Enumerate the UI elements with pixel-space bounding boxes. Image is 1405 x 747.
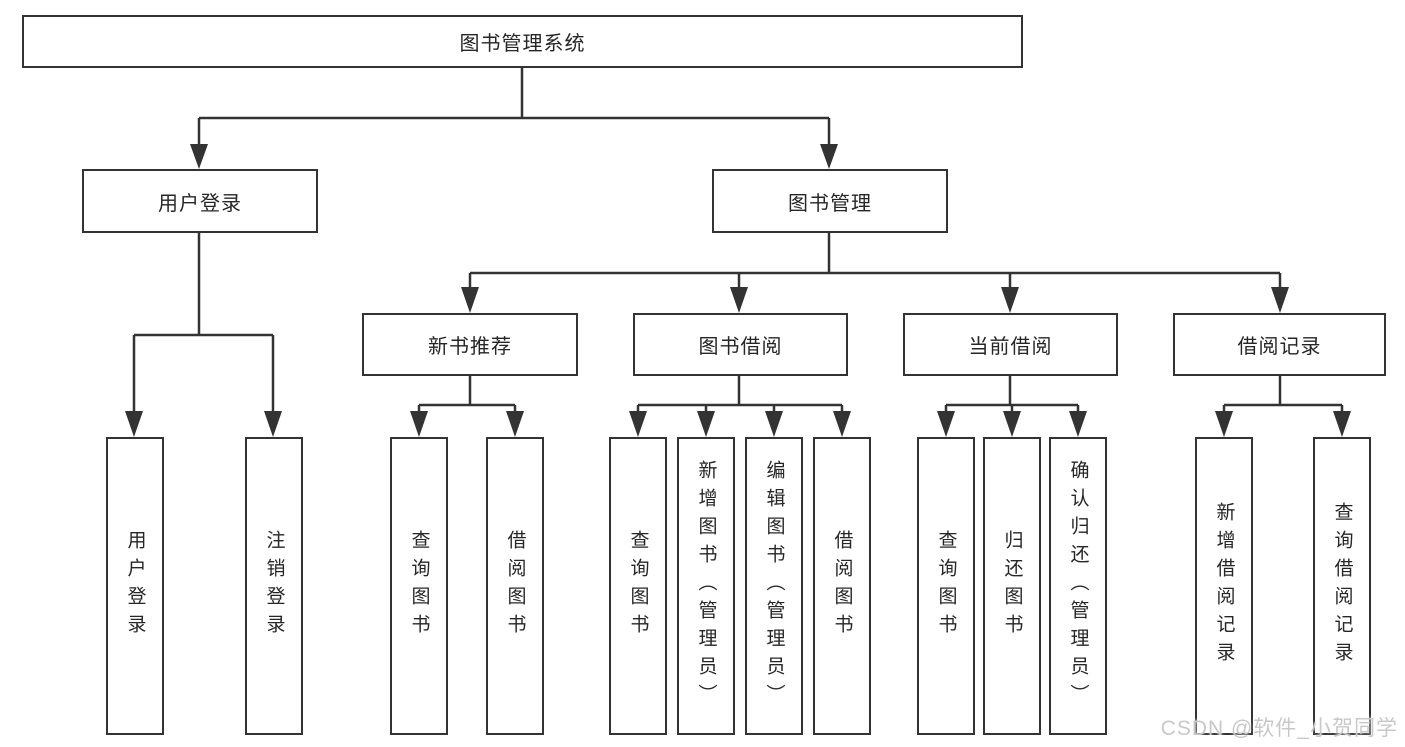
- leaf-confirm-return-admin: 确认归还（管理员）: [1049, 437, 1107, 735]
- node-book-borrowing: 图书借阅: [633, 313, 848, 376]
- arrow-down-icon: [190, 144, 208, 169]
- arrow-down-icon: [730, 287, 748, 313]
- leaf-logout: 注销登录: [245, 437, 303, 735]
- leaf-query-books-3-label: 查询图书: [935, 530, 957, 642]
- leaf-return-books: 归还图书: [983, 437, 1041, 735]
- leaf-query-borrow-record-label: 查询借阅记录: [1331, 502, 1353, 670]
- node-new-book-recommend: 新书推荐: [362, 313, 578, 376]
- node-borrow-records: 借阅记录: [1173, 313, 1386, 376]
- leaf-query-books-2: 查询图书: [609, 437, 667, 735]
- leaf-query-borrow-record: 查询借阅记录: [1313, 437, 1371, 735]
- connector-records-to-children: [1222, 376, 1344, 413]
- leaf-query-books-1: 查询图书: [390, 437, 448, 735]
- arrow-down-icon: [1069, 411, 1087, 437]
- leaf-user-login: 用户登录: [106, 437, 164, 735]
- arrow-down-icon: [1001, 287, 1019, 313]
- node-book-management-label: 图书管理: [788, 192, 872, 215]
- arrow-down-icon: [833, 411, 851, 437]
- connector-root-to-level2: [197, 68, 831, 146]
- leaf-user-login-label: 用户登录: [124, 530, 146, 642]
- node-borrow-records-label: 借阅记录: [1237, 336, 1322, 358]
- leaf-borrow-books-1-label: 借阅图书: [504, 530, 526, 642]
- arrow-down-icon: [506, 411, 524, 437]
- leaf-add-borrow-record: 新增借阅记录: [1195, 437, 1253, 735]
- arrow-down-icon: [1003, 411, 1021, 437]
- node-new-book-recommend-label: 新书推荐: [428, 336, 512, 358]
- node-user-login-label: 用户登录: [158, 192, 242, 215]
- arrow-down-icon: [629, 411, 647, 437]
- arrow-down-icon: [820, 144, 838, 169]
- leaf-edit-books-admin: 编辑图书（管理员）: [745, 437, 803, 735]
- leaf-borrow-books-1: 借阅图书: [486, 437, 544, 735]
- node-book-management: 图书管理: [712, 169, 948, 233]
- connector-borrowing-to-children: [636, 376, 844, 413]
- arrow-down-icon: [125, 411, 143, 437]
- node-root: 图书管理系统: [22, 15, 1023, 68]
- connector-login-to-children: [132, 233, 275, 413]
- leaf-add-borrow-record-label: 新增借阅记录: [1213, 502, 1235, 670]
- arrow-down-icon: [1215, 411, 1233, 437]
- leaf-confirm-return-admin-label: 确认归还（管理员）: [1067, 460, 1089, 712]
- leaf-query-books-3: 查询图书: [917, 437, 975, 735]
- node-current-borrowing-label: 当前借阅: [968, 336, 1053, 358]
- node-book-borrowing-label: 图书借阅: [698, 336, 783, 358]
- node-current-borrowing: 当前借阅: [903, 313, 1118, 376]
- node-root-label: 图书管理系统: [459, 33, 586, 55]
- leaf-edit-books-admin-label: 编辑图书（管理员）: [763, 460, 785, 712]
- leaf-borrow-books-2: 借阅图书: [813, 437, 871, 735]
- node-user-login: 用户登录: [82, 169, 318, 233]
- arrow-down-icon: [461, 287, 479, 313]
- connector-current-to-children: [944, 376, 1080, 413]
- leaf-query-books-2-label: 查询图书: [627, 530, 649, 642]
- arrow-down-icon: [1333, 411, 1351, 437]
- arrow-down-icon: [697, 411, 715, 437]
- csdn-watermark: CSDN @软件_小贺同学: [1160, 717, 1398, 740]
- arrow-down-icon: [264, 411, 282, 437]
- leaf-add-books-admin-label: 新增图书（管理员）: [695, 460, 717, 712]
- leaf-add-books-admin: 新增图书（管理员）: [677, 437, 735, 735]
- arrow-down-icon: [1271, 287, 1289, 313]
- arrow-down-icon: [937, 411, 955, 437]
- arrow-down-icon: [410, 411, 428, 437]
- leaf-borrow-books-2-label: 借阅图书: [831, 530, 853, 642]
- connector-management-to-groups: [468, 233, 1282, 289]
- leaf-return-books-label: 归还图书: [1001, 530, 1023, 642]
- leaf-logout-label: 注销登录: [263, 530, 285, 642]
- leaf-query-books-1-label: 查询图书: [408, 530, 430, 642]
- arrow-down-icon: [765, 411, 783, 437]
- connector-newbooks-to-children: [417, 376, 517, 413]
